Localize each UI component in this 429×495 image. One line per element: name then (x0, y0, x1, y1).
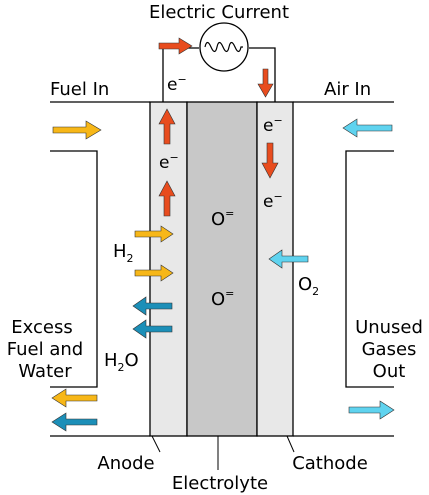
anode-up-arrow-lower-icon (158, 180, 176, 217)
unused-gases-label-line2: Gases (362, 339, 417, 360)
fuel-in-arrow-icon (52, 120, 102, 140)
water-out-arrow-icon (51, 412, 98, 432)
electrolyte-layer (186, 101, 258, 437)
cathode-down-arrow-lower-icon (261, 142, 279, 179)
anode-up-arrow-icon (158, 108, 176, 145)
air-in-label: Air In (324, 79, 371, 100)
circuit-wire-right (249, 47, 276, 102)
unused-gases-label-line3: Out (373, 361, 406, 382)
electron-label-anode: e− (159, 151, 179, 173)
resistor-coil-icon (204, 41, 243, 53)
electron-label-cathode-lower: e− (263, 190, 283, 212)
cathode-layer (256, 101, 294, 437)
electric-current-label: Electric Current (149, 2, 289, 23)
excess-fuel-label-line1: Excess (11, 317, 72, 338)
load-icon (199, 22, 249, 72)
hydrogen-label: H2 (113, 241, 134, 265)
anode-leader (151, 435, 161, 453)
excess-fuel-label-line2: Fuel and (7, 339, 83, 360)
anode-label: Anode (97, 453, 154, 474)
h2-arrow-upper-icon (134, 225, 174, 243)
electron-label-cathode-upper: e− (263, 114, 283, 136)
electrolyte-label: Electrolyte (172, 473, 268, 494)
cathode-down-arrow-icon (257, 68, 274, 98)
oxygen-label: O2 (298, 274, 319, 298)
unused-gases-out-arrow-icon (348, 400, 395, 420)
h2o-arrow-upper-icon (132, 296, 173, 316)
h2-arrow-lower-icon (134, 264, 174, 282)
h2o-arrow-lower-icon (132, 319, 173, 339)
cathode-leader (286, 435, 295, 453)
unused-gases-label-line1: Unused (355, 317, 423, 338)
air-in-arrow-icon (342, 118, 393, 138)
water-label: H2O (104, 350, 139, 374)
excess-fuel-out-arrow-icon (51, 388, 98, 408)
fuel-channel-inner-wall (50, 150, 98, 388)
o2-arrow-icon (268, 249, 309, 269)
excess-fuel-label-line3: Water (18, 361, 72, 382)
air-channel-inner-wall (345, 150, 394, 388)
cathode-label: Cathode (292, 453, 368, 474)
oxide-ion-label-lower: O= (211, 287, 234, 310)
electron-label-circuit: e− (167, 73, 187, 95)
oxide-ion-label-upper: O= (211, 207, 234, 230)
circuit-electron-arrow-icon (158, 37, 193, 55)
anode-layer (149, 101, 188, 437)
fuel-in-label: Fuel In (50, 79, 109, 100)
